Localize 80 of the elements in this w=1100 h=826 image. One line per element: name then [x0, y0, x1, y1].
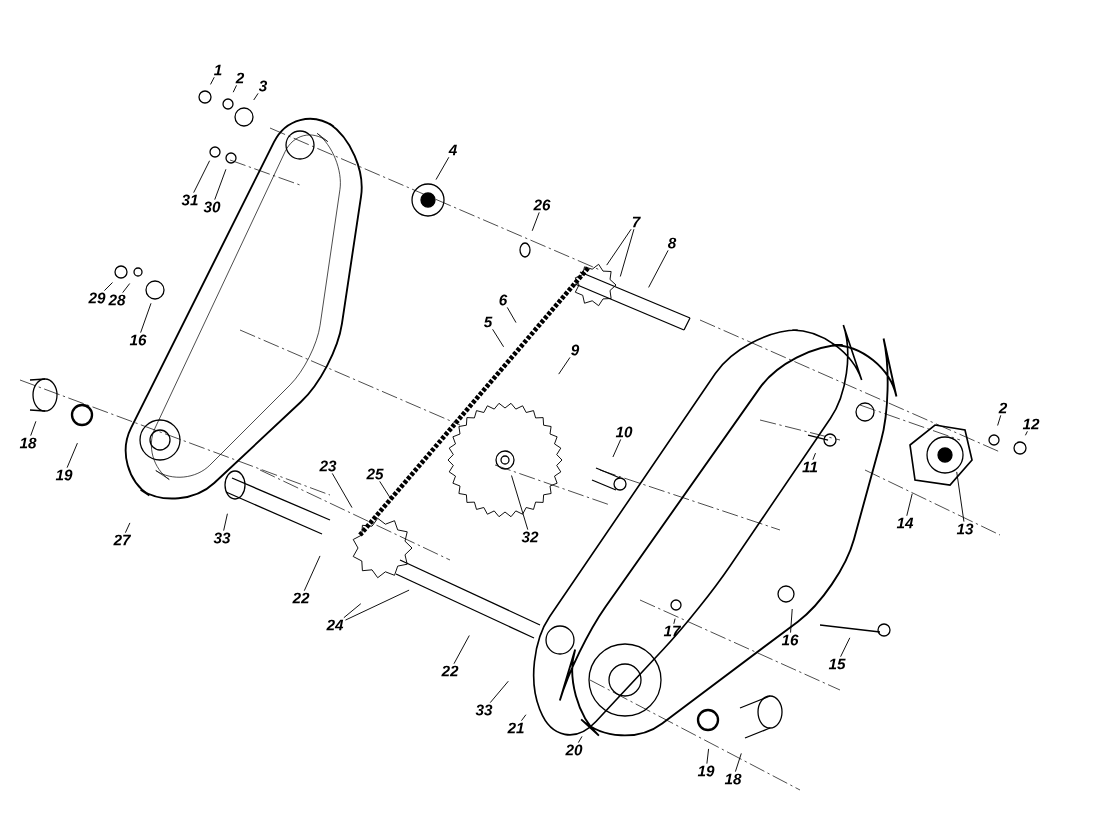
callout-number: 25: [366, 468, 384, 480]
leader-line: [303, 555, 321, 592]
callout-number: 5: [483, 316, 493, 328]
leader-line: [214, 168, 227, 201]
leader-line: [232, 84, 237, 93]
leader-line: [345, 589, 410, 621]
callout-number: 9: [571, 344, 580, 356]
leader-line: [140, 302, 152, 334]
leader-line: [331, 472, 353, 509]
leader-line: [612, 438, 622, 458]
leader-line: [210, 76, 215, 85]
callout-number: 24: [326, 619, 344, 631]
leader-line: [223, 513, 228, 532]
callout-number: 27: [113, 534, 132, 546]
callout-number: 16: [781, 634, 799, 646]
callout-number: 28: [108, 294, 126, 306]
callout-number: 31: [181, 194, 198, 206]
leader-line: [489, 680, 509, 704]
leader-line: [30, 420, 37, 437]
callout-number: 19: [697, 765, 715, 777]
callout-number: 4: [448, 144, 457, 156]
callout-number: 2: [998, 402, 1008, 414]
callout-number: 23: [319, 460, 337, 472]
callout-number: 17: [663, 625, 682, 637]
leader-line: [193, 160, 211, 194]
leader-line: [577, 735, 583, 744]
leader-line: [531, 211, 540, 232]
leader-line: [812, 452, 816, 461]
leader-line: [511, 475, 529, 531]
callout-number: 14: [896, 517, 914, 529]
callout-number: 18: [724, 773, 742, 785]
callout-number: 8: [668, 237, 677, 249]
leader-line: [558, 356, 571, 375]
leader-line: [673, 618, 676, 625]
leader-line: [790, 608, 793, 634]
leader-line: [506, 306, 517, 324]
callout-number: 13: [956, 523, 974, 535]
callout-number: 22: [292, 592, 310, 604]
leader-line: [122, 283, 131, 294]
callout-number: 21: [507, 722, 524, 734]
leader-line: [956, 471, 965, 523]
callout-number: 7: [632, 216, 641, 228]
callout-number: 10: [615, 426, 633, 438]
leader-line: [734, 752, 742, 773]
callout-number: 30: [203, 201, 221, 213]
leader-line: [648, 249, 669, 288]
callout-number: 12: [1022, 418, 1040, 430]
callout-number: 19: [55, 469, 73, 481]
leader-line: [906, 493, 913, 517]
callout-number: 11: [802, 461, 818, 473]
leader-line: [124, 522, 131, 534]
leader-line: [453, 635, 470, 665]
leader-line: [1024, 430, 1028, 436]
leader-line: [997, 414, 1002, 426]
callout-number: 1: [214, 64, 222, 76]
leader-line: [66, 442, 78, 469]
callout-number: 18: [19, 437, 37, 449]
leader-line: [619, 228, 635, 277]
leader-line: [492, 328, 505, 348]
leader-line: [343, 603, 362, 619]
leader-line: [706, 748, 710, 765]
leader-line: [103, 282, 113, 292]
leader-line: [379, 480, 392, 501]
callout-number: 22: [441, 665, 459, 677]
callout-number: 2: [235, 72, 245, 84]
callout-number: 15: [828, 658, 846, 670]
callout-number: 33: [213, 532, 231, 544]
callout-number: 26: [533, 199, 551, 211]
leader-line: [840, 637, 851, 658]
leader-line: [253, 92, 259, 101]
leader-line: [435, 156, 450, 181]
callout-number: 6: [499, 294, 508, 306]
callout-number: 32: [521, 531, 539, 543]
callout-number: 3: [258, 80, 268, 92]
leader-line: [606, 228, 632, 266]
callout-number: 20: [565, 744, 583, 756]
leader-line: [521, 714, 527, 722]
callout-number: 33: [475, 704, 493, 716]
callout-number: 29: [88, 292, 106, 304]
callout-number: 16: [129, 334, 147, 346]
